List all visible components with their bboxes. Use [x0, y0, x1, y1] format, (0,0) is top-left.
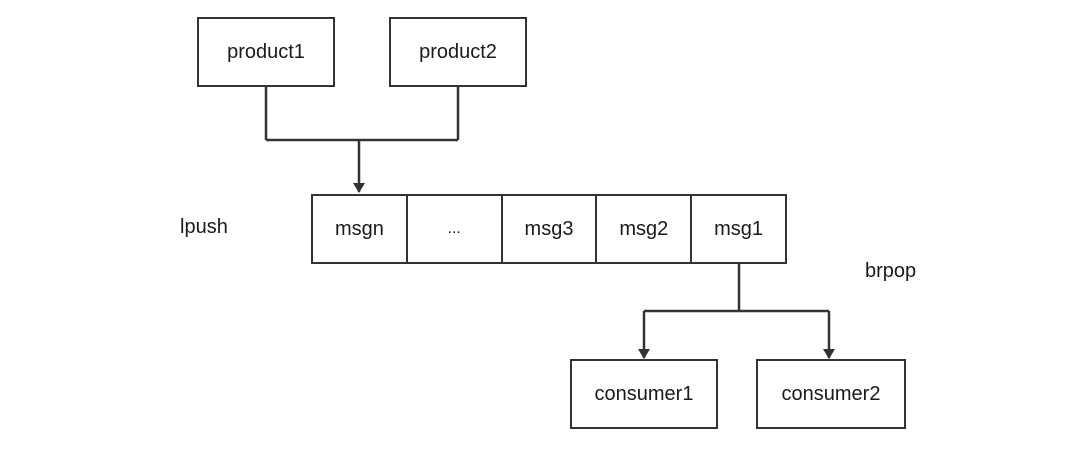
producer-label-1: product1 [227, 40, 305, 63]
consumer-box-2: consumer2 [756, 359, 906, 429]
producer-label-2: product2 [419, 40, 497, 63]
message-queue: msgn ... msg3 msg2 msg1 [311, 194, 787, 264]
queue-cell-msg2: msg2 [597, 196, 693, 262]
producer-box-2: product2 [389, 17, 527, 87]
consumer-box-1: consumer1 [570, 359, 718, 429]
queue-cell-msgn: msgn [313, 196, 408, 262]
queue-cell-msg3: msg3 [503, 196, 598, 262]
consumer-label-1: consumer1 [594, 382, 694, 405]
queue-cell-ellipsis: ... [408, 196, 503, 262]
push-command-label: lpush [180, 216, 228, 238]
consumer-label-2: consumer2 [781, 382, 881, 405]
producer-box-1: product1 [197, 17, 335, 87]
queue-cell-msg1: msg1 [714, 217, 764, 240]
pop-command-label: brpop [865, 260, 917, 282]
